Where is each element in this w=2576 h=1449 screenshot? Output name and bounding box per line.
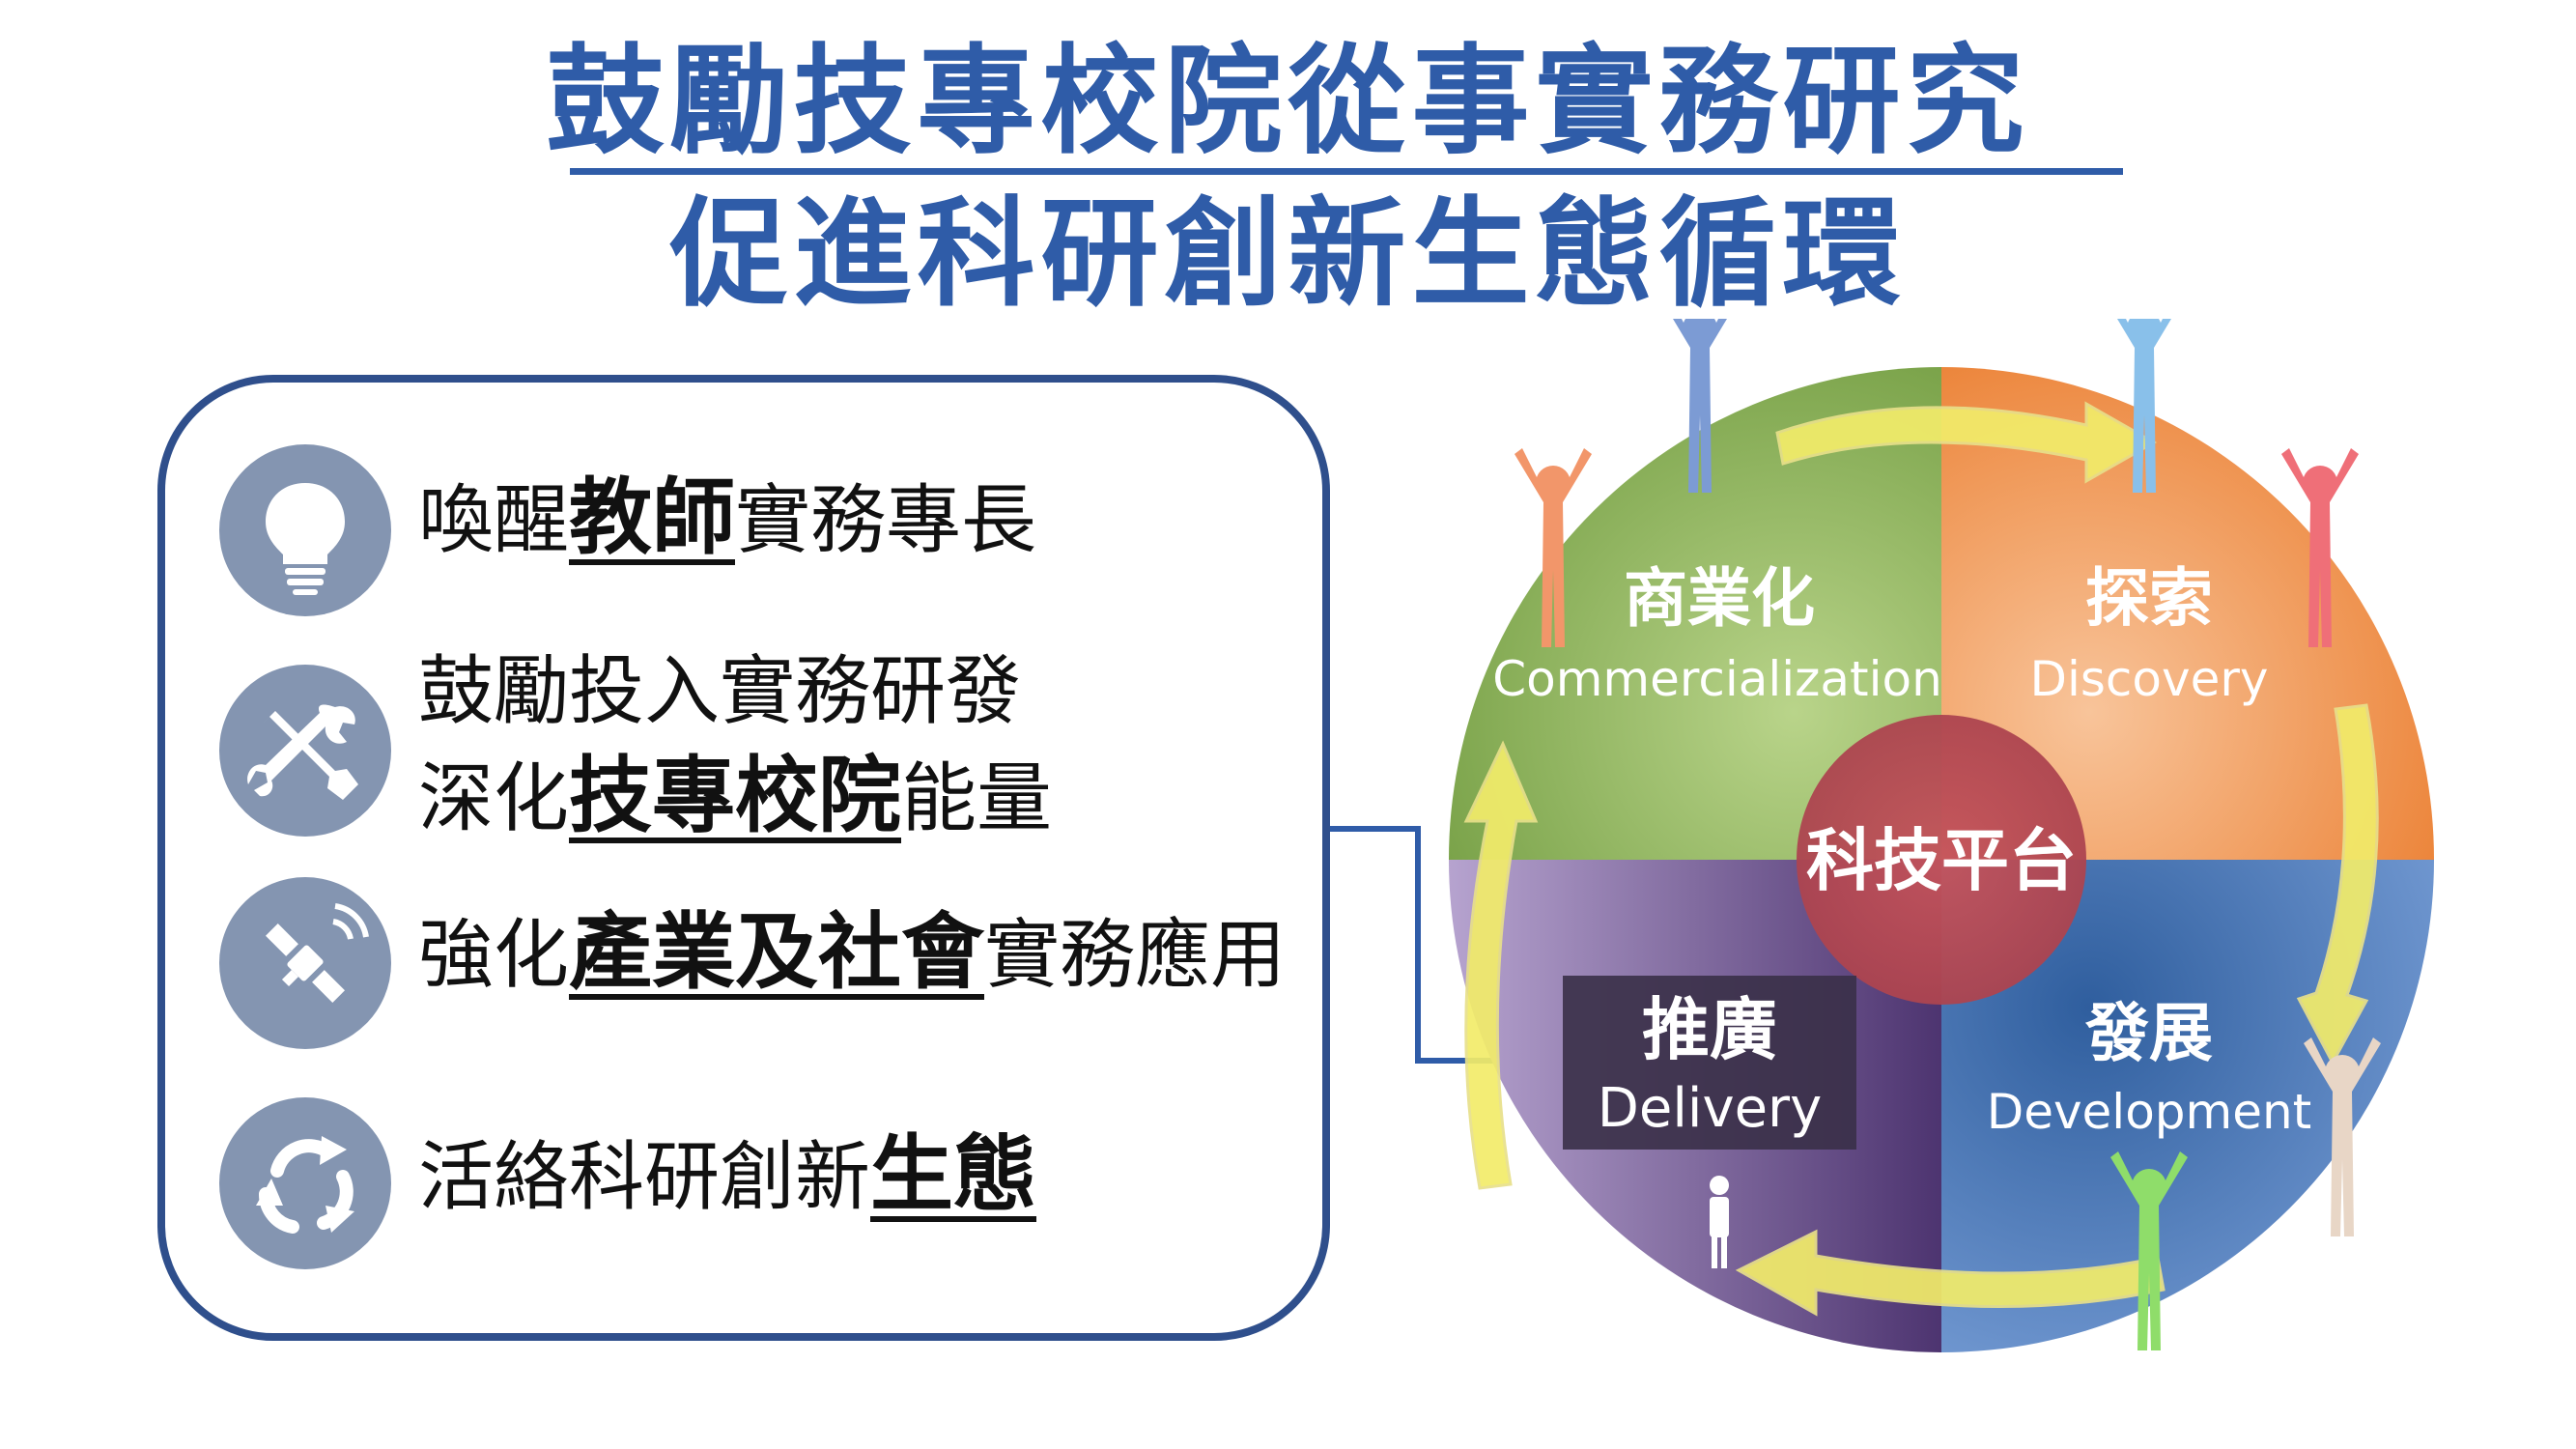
satellite-icon [219,877,391,1049]
arrow-left [1463,740,1539,1190]
item-2-line-1: 鼓勵投入實務研發 [418,648,1022,735]
strategy-panel: 喚醒教師實務專長 鼓勵投入實務研發 深化技專校院能量 強化產業及社會實務應用 [157,375,1330,1341]
arrow-bottom [1735,1229,2166,1317]
quadrant-development [1941,860,2434,1352]
person-blue-icon [1673,319,1727,493]
item-1-text: 喚醒教師實務專長 [418,469,1037,566]
person-pink-icon [2281,448,2359,647]
label-commercialization-zh: 商業化 [1624,561,1815,636]
label-discovery-zh: 探索 [2085,561,2213,636]
label-delivery-en: Delivery [1598,1077,1822,1140]
label-discovery-en: Discovery [2029,651,2268,707]
item-4-text: 活絡科研創新生態 [418,1126,1037,1223]
label-development-en: Development [1987,1084,2312,1140]
center-label: 科技平台 [1806,821,2077,900]
title-underline [570,168,2123,175]
person-orange-icon [1514,448,1592,647]
person-lightblue-icon [2117,319,2171,493]
quadrant-commercialization [1449,367,1941,860]
label-commercialization-en: Commercialization [1492,651,1942,707]
label-development-zh: 發展 [2084,996,2213,1070]
title-line-1: 鼓勵技專校院從事實務研究 [546,33,2030,170]
title-line-2: 促進科研創新生態循環 [669,185,1907,323]
item-2-line-2: 深化技專校院能量 [418,748,1053,844]
recycle-icon [219,1097,391,1269]
arrow-right [2296,703,2379,1066]
item-3-text: 強化產業及社會實務應用 [418,904,1287,1001]
lightbulb-icon [219,444,391,616]
tools-icon [219,665,391,837]
label-delivery-zh: 推廣 [1642,990,1777,1069]
delivery-box [1563,976,1856,1150]
person-small-white-icon [1710,1176,1729,1268]
person-green-icon [2110,1151,2188,1350]
center-circle [1797,715,2086,1005]
cycle-diagram: 科技平台 商業化 Commercialization 探索 Discovery … [1449,319,2434,1352]
quadrant-discovery [1941,367,2434,860]
person-beige-icon [2304,1037,2381,1236]
